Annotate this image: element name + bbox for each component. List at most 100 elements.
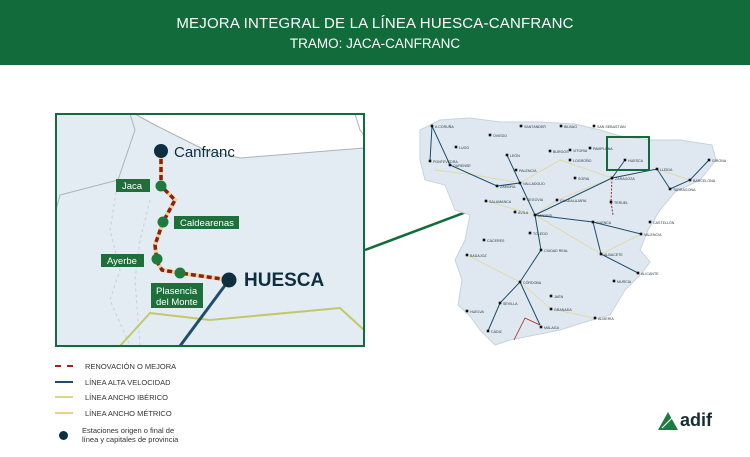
- city-marker: [612, 279, 616, 283]
- city-label: SORIA: [578, 177, 590, 181]
- city-label: ZARAGOZA: [615, 177, 635, 181]
- city-label: SANTANDER: [524, 125, 546, 129]
- spain-shape: [419, 117, 717, 346]
- city-label: VITORIA: [573, 149, 588, 153]
- city-marker: [528, 231, 532, 235]
- city-marker: [655, 167, 659, 171]
- city-marker: [548, 149, 552, 153]
- station-ayerbe-dot: [151, 253, 163, 265]
- city-marker: [505, 153, 509, 157]
- city-marker: [610, 176, 614, 180]
- city-marker: [668, 187, 672, 191]
- city-marker: [486, 329, 490, 333]
- city-label: SALAMANCA: [489, 200, 512, 204]
- city-label: PONTEVEDRA: [433, 160, 458, 164]
- inset-map: Canfranc Jaca Caldearenas Ayerbe Plasenc…: [55, 113, 365, 347]
- legend-label: línea y capitales de provincia: [82, 435, 179, 444]
- adif-logo: adif: [658, 410, 712, 431]
- city-marker: [488, 133, 492, 137]
- city-label: GRANADA: [554, 308, 572, 312]
- city-label: PALENCIA: [519, 169, 537, 173]
- city-label: BARCELONA: [693, 179, 716, 183]
- legend-label: Estaciones origen o final de: [82, 426, 175, 435]
- city-label: HUELVA: [470, 310, 484, 314]
- station-huesca-label: HUESCA: [244, 270, 325, 291]
- legend-item-renovation: RENOVACIÓN O MEJORA: [55, 360, 315, 372]
- city-marker: [549, 294, 553, 298]
- city-marker: [636, 271, 640, 275]
- city-marker: [573, 176, 577, 180]
- city-label: CASTELLÓN: [653, 220, 675, 225]
- legend-item-high-speed: LÍNEA ALTA VELOCIDAD: [55, 376, 315, 388]
- station-caldearenas-dot: [157, 216, 169, 228]
- city-marker: [519, 124, 523, 128]
- city-label: ÁVILA: [518, 211, 529, 215]
- city-marker: [593, 316, 597, 320]
- city-label: ZAMORA: [500, 185, 516, 189]
- city-label: GIRONA: [712, 159, 727, 163]
- zoom-area-frame: [606, 136, 650, 171]
- city-marker: [522, 197, 526, 201]
- station-huesca-dot: [221, 272, 237, 288]
- city-label: TOLEDO: [533, 232, 548, 236]
- city-label: SAN SEBASTIÁN: [597, 125, 626, 129]
- legend-label: LÍNEA ANCHO IBÉRICO: [85, 392, 168, 402]
- legend-label: RENOVACIÓN O MEJORA: [85, 361, 177, 371]
- city-label: GUADALAJARA: [560, 199, 587, 203]
- legend-label: LÍNEA ANCHO MÉTRICO: [85, 408, 172, 418]
- city-marker: [495, 184, 499, 188]
- city-label: LEÓN: [510, 153, 520, 158]
- city-marker: [568, 148, 572, 152]
- city-label: HUESCA: [628, 159, 644, 163]
- city-marker: [592, 124, 596, 128]
- city-label: CÁDIZ: [491, 330, 503, 334]
- station-dot-icon: [59, 430, 68, 440]
- station-plasencia-dot: [174, 267, 186, 279]
- city-marker: [539, 325, 543, 329]
- city-label: LLEIDA: [660, 168, 673, 172]
- city-marker: [448, 163, 452, 167]
- city-marker: [518, 181, 522, 185]
- city-label: VALLADOLID: [523, 182, 545, 186]
- city-label: CÓRDOBA: [523, 280, 542, 285]
- city-marker: [555, 198, 559, 202]
- city-marker: [430, 124, 434, 128]
- station-plasencia-label-2: del Monte: [156, 297, 198, 308]
- city-label: MURCIA: [617, 280, 632, 284]
- city-label: CUENCA: [596, 221, 612, 225]
- station-caldearenas-label: Caldearenas: [180, 218, 234, 229]
- city-marker: [568, 158, 572, 162]
- city-marker: [498, 301, 502, 305]
- legend-item-metric: LÍNEA ANCHO MÉTRICO: [55, 407, 315, 419]
- header: MEJORA INTEGRAL DE LA LÍNEA HUESCA-CANFR…: [0, 0, 750, 65]
- city-marker: [559, 124, 563, 128]
- city-marker: [549, 307, 553, 311]
- city-marker: [484, 199, 488, 203]
- city-label: TARRAGONA: [673, 188, 696, 192]
- city-marker: [513, 210, 517, 214]
- city-marker: [514, 168, 518, 172]
- city-marker: [518, 280, 522, 284]
- city-marker: [533, 213, 537, 217]
- station-plasencia-label-1: Plasencia: [156, 286, 198, 297]
- city-marker: [707, 158, 711, 162]
- city-label: LOGROÑO: [573, 158, 592, 163]
- city-label: MÁLAGA: [544, 326, 560, 330]
- adif-logo-text: adif: [680, 410, 713, 430]
- city-marker: [428, 159, 432, 163]
- city-marker: [639, 232, 643, 236]
- city-marker: [599, 252, 603, 256]
- city-marker: [591, 220, 595, 224]
- city-marker: [588, 146, 592, 150]
- station-jaca-label: Jaca: [122, 181, 143, 192]
- legend-item-iberian: LÍNEA ANCHO IBÉRICO: [55, 391, 315, 403]
- station-ayerbe-label: Ayerbe: [107, 256, 137, 267]
- city-label: CÁCERES: [487, 239, 505, 243]
- station-jaca-dot: [155, 180, 167, 192]
- station-canfranc-label: Canfranc: [174, 144, 235, 161]
- adif-leaf-icon: [658, 411, 678, 430]
- city-label: ALMERÍA: [598, 317, 614, 321]
